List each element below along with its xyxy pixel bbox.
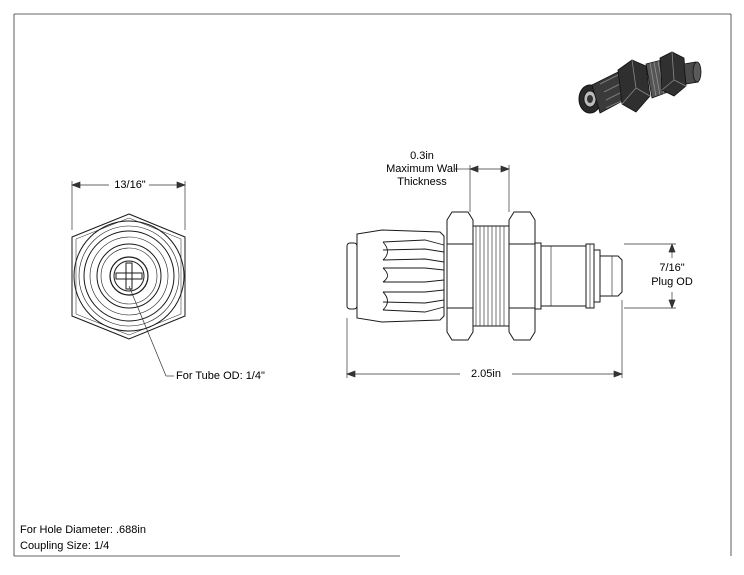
tube-od-callout: For Tube OD: 1/4": [176, 370, 265, 382]
coupling-body: [356, 229, 445, 323]
hex-width-label: 13/16": [114, 179, 146, 191]
tube-od-leader: [128, 285, 174, 377]
wall-thickness-dimension: [455, 165, 510, 212]
overall-length-label: 2.05in: [471, 368, 501, 380]
isometric-render: [578, 51, 702, 114]
sheet-frame: [13, 13, 732, 557]
plug-od-dimension: [624, 243, 676, 309]
wall-thickness-value: 0.3in: [410, 150, 434, 162]
end-view: [71, 181, 186, 377]
nut-left: [446, 211, 474, 341]
threaded-section: [472, 225, 510, 327]
wall-thickness-label-line1: Maximum Wall: [386, 163, 458, 175]
coupling-size-note: Coupling Size: 1/4: [20, 540, 110, 552]
hex-outline: [71, 213, 186, 340]
plug: [540, 243, 623, 309]
center-cross: [115, 262, 143, 290]
plug-od-value: 7/16": [659, 262, 685, 274]
collet-fingers: [382, 239, 445, 313]
hole-diameter-note: For Hole Diameter: .688in: [20, 524, 146, 536]
nut-right: [508, 211, 536, 341]
hex-width-dimension: [71, 181, 186, 230]
overall-length-dimension: [346, 300, 623, 378]
plug-od-label: Plug OD: [651, 276, 693, 288]
side-view: [346, 165, 676, 378]
wall-thickness-label-line2: Thickness: [397, 176, 447, 188]
